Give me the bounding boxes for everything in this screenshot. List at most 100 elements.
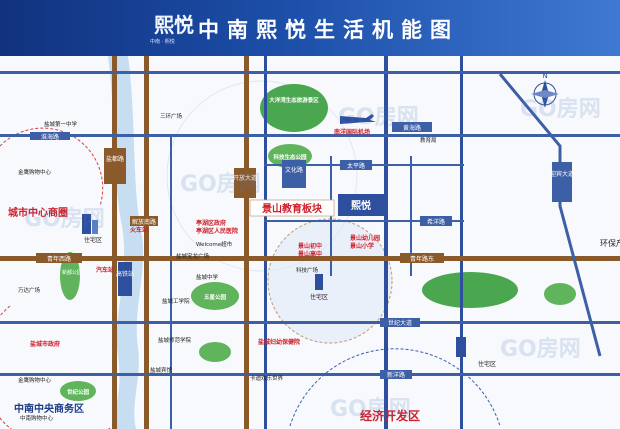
compass-icon: N [531,72,559,108]
watermark: GO房网 [24,206,105,232]
road-label-jiefang: 解放南路 [130,216,158,226]
residence-center: 住宅区 [310,274,328,301]
svg-text:黄海路: 黄海路 [403,124,421,132]
road-label-wenhua: 文化路 [282,160,306,188]
road-vertical [112,56,117,429]
watermark: GO房网 [500,336,581,362]
svg-text:解放南路: 解放南路 [132,218,156,226]
landmark-jingshan-pri: 景山小学 [349,242,374,250]
project-block[interactable] [338,194,384,216]
dayang-park-shape [260,84,328,132]
label-sci-park: 科技生态公园 [273,153,307,161]
landmark-jingshan-mid: 景山初中 [297,242,322,250]
project-block-logo: 熙悦 [351,199,371,212]
road-vertical-thin [410,156,412,276]
small-park-shape [544,283,576,305]
road-label-xiyang: 希洋路 [420,216,452,226]
svg-text:盐都路: 盐都路 [106,155,124,163]
road-label-shiji: 世纪大道 [380,318,420,327]
landmark-wanda: 万达广场 [18,286,41,294]
project-logo: 熙悦 [154,13,194,37]
district-dev-zone: 经济开发区 [360,408,420,423]
wuxing-park-shape [191,282,239,310]
landmark-jinying: 金鹰购物中心 [18,168,52,176]
svg-text:太平路: 太平路 [347,162,365,170]
svg-text:高铁站: 高铁站 [116,270,134,278]
airplane-icon [340,114,376,124]
header-banner: 熙悦 中南 · 熙悦 中南熙悦生活机能图 [0,0,620,56]
landmark-jiaoyu: 教育局 [420,136,437,144]
landmark-jingshan-high: 景山高中 [297,250,322,258]
landmark-ycit: 盐城工学院 [162,297,190,305]
svg-text:希洋路: 希洋路 [427,218,445,226]
hsr-station-badge[interactable]: 高铁站 [116,262,134,296]
landmark-yc-high: 盐城中学 [196,273,219,281]
road-label-huaihai: 淮海路 [30,132,70,141]
landmark-bus: 汽车站 [96,266,114,274]
landmark-kids-world: 卡迪欢乐世界 [250,374,284,382]
label-wuxing: 五星公园 [204,293,227,301]
landmark-tech-plaza: 科技广场 [296,266,319,274]
watermark: GO房网 [330,396,411,422]
road-label-yingbin: 迎宾大道 [550,162,574,202]
svg-text:景山教育板块: 景山教育板块 [262,202,323,215]
road-label-qingnian-west: 青年西路 [36,253,82,263]
landmark-jingshan-kg: 景山幼儿园 [349,234,380,242]
shiji-park-shape [60,381,96,401]
svg-text:青年西路: 青年西路 [47,255,71,263]
road-vertical-blue [264,56,267,429]
road-horizontal [0,321,620,324]
svg-text:青年路东: 青年路东 [410,255,434,263]
landmark-wanda-hotel: 盐城宝龙广场 [176,252,210,260]
svg-text:迎宾大道: 迎宾大道 [550,170,574,178]
map-canvas[interactable]: 盐都路 解放南路 青年西路 青年路东 开放大道 黄海路 太平路 希洋路 [0,56,620,429]
park-south-shape [199,342,231,362]
svg-text:住宅区: 住宅区 [478,360,496,368]
road-label-xinyang: 新洋路 [380,370,412,379]
city-center-boundary [0,127,104,207]
label-xindu: 新都公园 [62,269,82,276]
road-vertical-blue [460,56,463,429]
landmark-gov-yt: 亭湖区政府 [196,219,226,227]
label-shiji-park: 世纪公园 [67,388,90,396]
svg-text:淮海路: 淮海路 [41,133,59,141]
landmark-airport: 南洋国际机场 [334,128,370,136]
svg-text:住宅区: 住宅区 [84,236,102,244]
svg-text:住宅区: 住宅区 [310,293,328,301]
district-cbd: 中南中央商务区 [14,402,84,415]
page-title: 中南熙悦生活机能图 [198,18,459,42]
road-horizontal [0,134,620,137]
svg-text:环保产业园: 环保产业园 [600,238,620,248]
road-label-taiping: 太平路 [340,160,372,170]
landmark-yc-central: 中南购物中心 [20,414,54,422]
watermark: GO房网 [520,96,601,122]
road-horizontal-thin [264,220,464,222]
road-label-yandu: 盐都路 [104,148,126,184]
district-city-center: 城市中心商圈 [8,206,68,219]
landmark-ycnu: 盐城师范学院 [158,336,192,344]
watermark: GO房网 [180,171,261,197]
project-logo-subtitle: 中南 · 熙悦 [150,39,175,45]
east-park-shape [422,272,518,308]
road-label-qingnian-mid: 青年路东 [400,253,444,263]
road-label-huanghai: 黄海路 [392,122,432,132]
road-horizontal [0,373,620,376]
label-dayang-park: 大洋湾生态旅游景区 [269,96,319,104]
road-horizontal [0,71,620,74]
landmark-railway: 火车站 [130,226,148,234]
district-edu-block: 景山教育板块 [249,199,335,217]
compass-north: N [542,72,547,80]
landmark-welcome: Welcome超市 [196,240,233,248]
road-horizontal-main [0,256,620,261]
road-vertical-blue [384,56,388,429]
residence-west: 住宅区 [82,214,102,244]
dev-zone-boundary [289,348,501,427]
svg-text:新洋路: 新洋路 [387,371,405,379]
svg-text:世纪大道: 世纪大道 [388,319,412,327]
svg-text:开放大道: 开放大道 [233,174,257,182]
road-label-kaifang: 开放大道 [233,168,257,198]
residence-east: 住宅区 [456,337,496,368]
landmark-gov-yt-ppl: 亭湖区人民医院 [196,227,238,235]
radius-ring-large [166,80,358,272]
